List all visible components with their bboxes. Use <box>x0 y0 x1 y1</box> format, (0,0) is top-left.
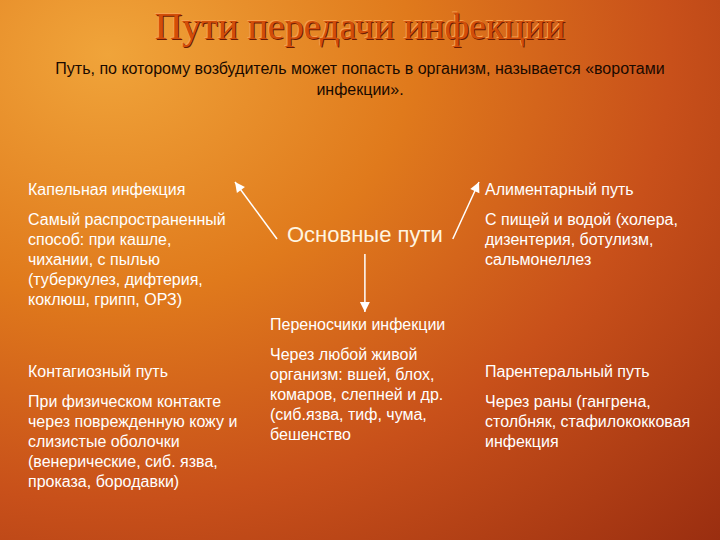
block-heading: Контагиозный путь <box>28 362 243 382</box>
arrow-head <box>360 302 370 312</box>
subtitle-note: Путь, по которому возбудитель может попа… <box>20 58 700 100</box>
route-block: Парентеральный путьЧерез раны (гангрена,… <box>485 362 707 452</box>
hub-label: Основные пути <box>283 220 447 250</box>
route-block: Капельная инфекцияСамый распространенный… <box>28 180 233 310</box>
connector-line <box>235 182 277 239</box>
connector-line <box>453 182 479 239</box>
route-block: Контагиозный путьПри физическом контакте… <box>28 362 243 492</box>
route-block: Переносчики инфекцииЧерез любой живой ор… <box>270 315 460 445</box>
block-heading: Переносчики инфекции <box>270 315 460 335</box>
block-heading: Основные пути <box>287 222 443 248</box>
block-body: Через раны (гангрена, столбняк, стафилок… <box>485 392 707 452</box>
arrow-head <box>235 182 245 193</box>
slide-title: Пути передачи инфекции <box>0 4 720 48</box>
arrow-head <box>470 182 479 193</box>
block-body: При физическом контакте через поврежденн… <box>28 392 243 492</box>
block-heading: Парентеральный путь <box>485 362 707 382</box>
route-block: Алиментарный путь С пищей и водой (холера… <box>485 180 707 270</box>
block-heading: Алиментарный путь <box>485 180 707 200</box>
block-body: Через любой живой организм: вшей, блох, … <box>270 345 460 445</box>
block-body: Самый распространенный способ: при кашле… <box>28 210 233 310</box>
block-heading: Капельная инфекция <box>28 180 233 200</box>
block-body: С пищей и водой (холера, дизентерия, бот… <box>485 210 707 270</box>
